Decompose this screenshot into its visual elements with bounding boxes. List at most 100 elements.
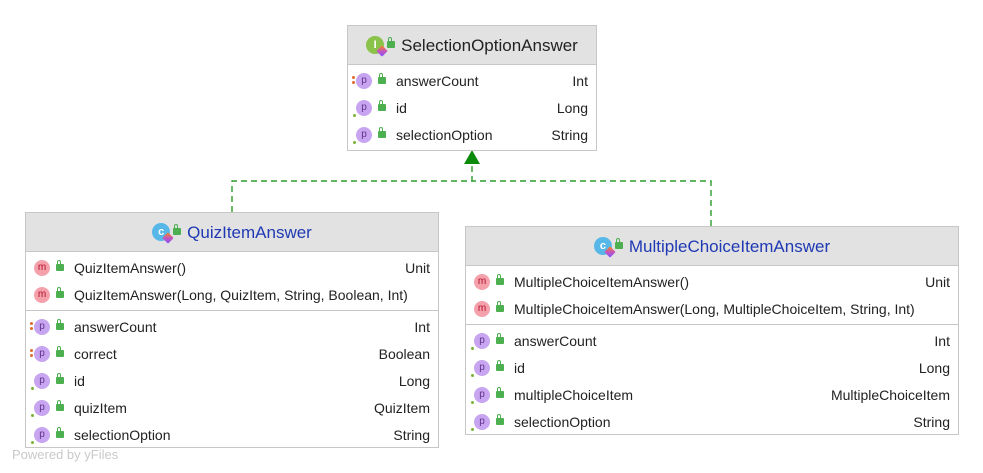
property-row[interactable]: p answerCount Int	[466, 327, 958, 354]
method-letter: m	[37, 261, 47, 273]
kotlin-class-icon: c	[152, 223, 174, 244]
lock-icon	[496, 300, 504, 313]
method-name: MultipleChoiceItemAnswer(Long, MultipleC…	[514, 300, 915, 317]
property-name: selectionOption	[396, 126, 493, 143]
property-left: p selectionOption	[353, 126, 539, 144]
property-letter: p	[39, 374, 45, 386]
lock-icon	[56, 259, 64, 272]
method-row[interactable]: m QuizItemAnswer() Unit	[26, 254, 438, 281]
multiple-choice-item-answer-header: c MultipleChoiceItemAnswer	[466, 227, 958, 266]
property-icon: p	[352, 72, 372, 89]
property-name: selectionOption	[74, 426, 171, 443]
property-left: p answerCount	[30, 318, 402, 335]
powered-by-yfiles-watermark: Powered by yFiles	[12, 447, 119, 462]
lock-icon	[496, 273, 504, 286]
property-letter: p	[39, 347, 45, 359]
property-letter: p	[479, 388, 485, 400]
property-name: id	[74, 372, 85, 389]
method-row[interactable]: m QuizItemAnswer(Long, QuizItem, String,…	[26, 281, 438, 308]
lock-icon	[56, 318, 64, 331]
kotlin-class-icon: c	[593, 237, 616, 258]
property-icon: p	[471, 359, 490, 377]
property-name: answerCount	[396, 72, 479, 89]
property-name: quizItem	[74, 399, 127, 416]
property-row[interactable]: p id Long	[466, 354, 958, 381]
property-name: id	[514, 359, 525, 376]
property-left: p id	[471, 359, 907, 377]
method-name: MultipleChoiceItemAnswer()	[514, 273, 690, 290]
property-type: String	[393, 426, 430, 443]
property-left: p id	[353, 99, 545, 117]
selection-option-answer-properties: p answerCount Int p id Long p	[348, 65, 596, 150]
lock-icon	[173, 224, 182, 236]
property-name: selectionOption	[514, 413, 611, 430]
method-icon: m	[474, 300, 490, 317]
property-left: p selectionOption	[471, 413, 901, 431]
property-name: multipleChoiceItem	[514, 386, 634, 403]
method-icon: m	[34, 259, 50, 276]
property-letter: p	[39, 401, 45, 413]
property-type: Boolean	[378, 345, 430, 362]
property-row[interactable]: p correct Boolean	[26, 340, 438, 367]
property-icon: p	[30, 318, 50, 335]
selection-option-answer-header: I SelectionOptionAnswer	[348, 26, 596, 65]
property-row[interactable]: p answerCount Int	[348, 67, 596, 94]
quiz-item-answer-realization-line	[231, 161, 473, 212]
lock-icon	[387, 37, 396, 49]
property-type: MultipleChoiceItem	[830, 386, 950, 403]
property-name: answerCount	[514, 332, 597, 349]
property-row[interactable]: p selectionOption String	[26, 421, 438, 448]
property-icon: p	[471, 332, 490, 350]
property-type: Int	[414, 318, 430, 335]
property-left: p answerCount	[352, 72, 560, 89]
property-icon: p	[31, 399, 50, 417]
property-letter: p	[361, 101, 367, 113]
property-row[interactable]: p multipleChoiceItem MultipleChoiceItem	[466, 381, 958, 408]
property-letter: p	[479, 334, 485, 346]
method-row[interactable]: m MultipleChoiceItemAnswer(Long, Multipl…	[466, 295, 958, 322]
property-row[interactable]: p id Long	[26, 367, 438, 394]
property-type: String	[551, 126, 588, 143]
multiple-choice-item-answer-properties: p answerCount Int p id Long p	[466, 324, 958, 437]
lock-icon	[56, 399, 64, 412]
method-row[interactable]: m MultipleChoiceItemAnswer() Unit	[466, 268, 958, 295]
property-row[interactable]: p answerCount Int	[26, 313, 438, 340]
property-icon: p	[353, 99, 372, 117]
property-type: Long	[398, 372, 430, 389]
property-letter: p	[361, 128, 367, 140]
multiple-choice-item-answer-box[interactable]: c MultipleChoiceItemAnswer m MultipleCho…	[465, 226, 959, 435]
property-name: correct	[74, 345, 117, 362]
property-row[interactable]: p quizItem QuizItem	[26, 394, 438, 421]
lock-icon	[56, 345, 64, 358]
multiple-choice-item-answer-methods: m MultipleChoiceItemAnswer() Unit m Mult…	[466, 266, 958, 324]
quiz-item-answer-box[interactable]: c QuizItemAnswer m QuizItemAnswer() Unit…	[25, 212, 439, 448]
property-row[interactable]: p selectionOption String	[466, 408, 958, 435]
property-left: p correct	[30, 345, 367, 362]
property-letter: p	[479, 361, 485, 373]
property-type: Long	[918, 359, 950, 376]
multiple-choice-realization-line	[472, 180, 712, 226]
selection-option-answer-box[interactable]: I SelectionOptionAnswer p answerCount In…	[347, 25, 597, 151]
property-letter: p	[361, 74, 367, 86]
property-icon: p	[31, 372, 50, 390]
method-return-type: Unit	[925, 273, 950, 290]
property-type: String	[913, 413, 950, 430]
method-return-type: Unit	[405, 259, 430, 276]
lock-icon	[56, 372, 64, 385]
property-icon: p	[353, 126, 372, 144]
property-type: QuizItem	[373, 399, 430, 416]
method-left: m QuizItemAnswer()	[34, 259, 393, 276]
method-icon: m	[34, 286, 50, 303]
lock-icon	[56, 286, 64, 299]
property-icon: p	[31, 426, 50, 444]
quiz-item-answer-title: QuizItemAnswer	[187, 222, 312, 242]
property-row[interactable]: p selectionOption String	[348, 121, 596, 148]
method-left: m MultipleChoiceItemAnswer(Long, Multipl…	[474, 300, 938, 317]
selection-option-answer-title: SelectionOptionAnswer	[401, 35, 578, 55]
selection-option-answer-icons: I	[366, 36, 396, 57]
method-name: QuizItemAnswer(Long, QuizItem, String, B…	[74, 286, 408, 303]
quiz-item-answer-icons: c	[152, 223, 182, 244]
property-row[interactable]: p id Long	[348, 94, 596, 121]
class-letter: c	[158, 225, 165, 238]
